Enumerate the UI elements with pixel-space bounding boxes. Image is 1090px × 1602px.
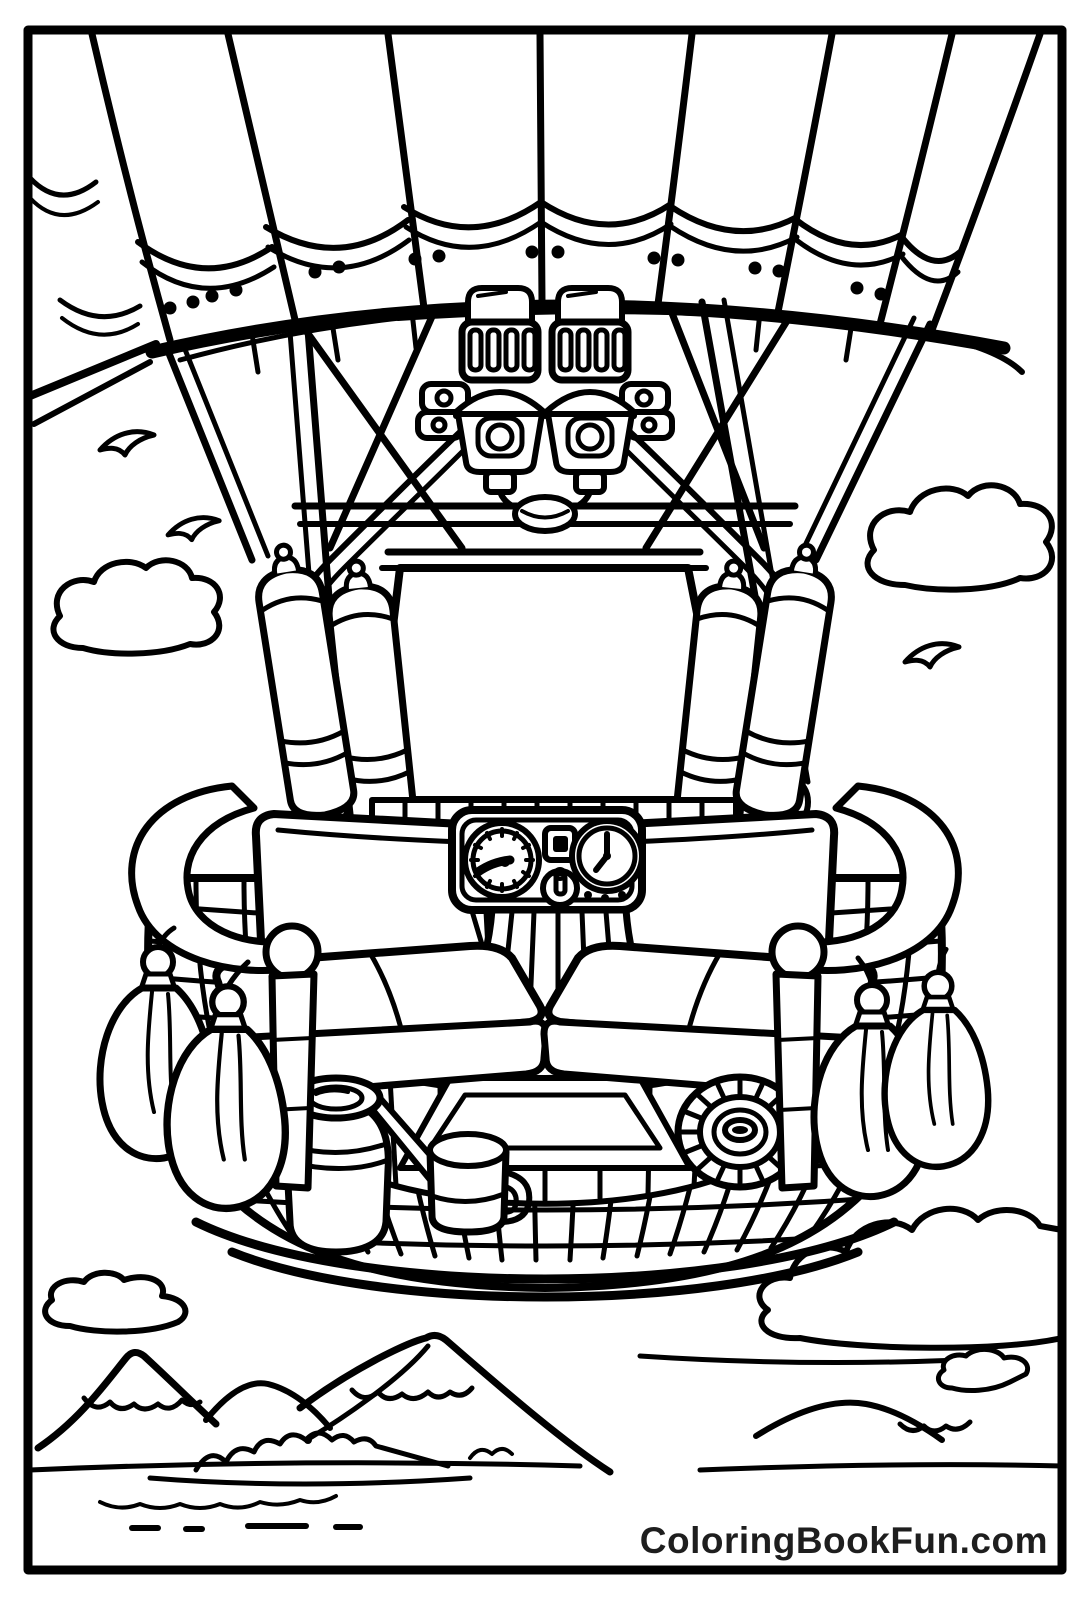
coil-slot — [467, 327, 484, 373]
cable-cross — [300, 324, 466, 552]
base-coil — [227, 1247, 863, 1302]
burner-port — [475, 415, 525, 459]
gore-line — [224, 30, 300, 328]
cloud-bottom-right — [756, 1205, 1065, 1351]
shoreline — [27, 1460, 583, 1473]
burner-port — [565, 415, 615, 459]
snowline — [349, 1385, 475, 1401]
sandbag — [881, 946, 992, 1171]
cap-stripe — [566, 290, 598, 298]
port-hole — [485, 422, 515, 452]
cup-handle — [497, 1169, 533, 1225]
bush-row-small — [468, 1447, 514, 1460]
rim-ball-right — [768, 922, 828, 982]
envelope-edge-left — [26, 340, 160, 400]
cable — [812, 320, 934, 564]
bird-icon — [905, 644, 959, 667]
bird-icon — [168, 518, 219, 540]
gore-line — [536, 30, 546, 306]
cable — [797, 315, 917, 559]
rim-ball-left — [262, 922, 322, 982]
balloon-envelope — [26, 30, 1044, 427]
twin-burners — [289, 285, 801, 631]
cup-rim — [427, 1131, 509, 1169]
bush-row — [193, 1430, 451, 1473]
padded-rim-left — [128, 782, 322, 982]
burner-nozzle — [483, 469, 517, 495]
panel-dot — [584, 891, 592, 899]
burner-cap — [555, 285, 625, 329]
burner-left — [453, 285, 547, 513]
burner-right — [543, 285, 637, 513]
cloud-top-left — [50, 557, 223, 657]
lake — [27, 1460, 1065, 1532]
mountain-peak-left — [34, 1349, 220, 1452]
cloud-bottom-left — [42, 1269, 189, 1335]
cloud-top-right — [864, 482, 1055, 593]
cup — [426, 1131, 533, 1236]
watermark-text: ColoringBookFun.com — [640, 1520, 1048, 1561]
page-border — [23, 25, 1067, 1575]
pilot-cup — [512, 494, 578, 534]
mountain-peak-main — [296, 1331, 614, 1476]
gore-line — [88, 30, 174, 344]
corner-post-right — [772, 970, 822, 1192]
pilot-cup-line — [520, 509, 570, 520]
coil-slot — [593, 327, 610, 373]
coil-slot — [575, 327, 592, 373]
mountain-peak-right — [753, 1399, 945, 1443]
base-coil — [191, 1217, 899, 1284]
hill-round — [203, 1380, 333, 1431]
rivet-dots — [163, 245, 888, 315]
snowline — [81, 1395, 203, 1412]
rigging-plates — [415, 381, 675, 441]
port-hole — [575, 422, 605, 452]
mountains — [34, 1331, 973, 1487]
burner-cap — [465, 285, 535, 329]
cable — [162, 342, 256, 564]
fuel-tanks — [255, 542, 835, 837]
gore-line — [928, 30, 1044, 334]
coil-slot — [557, 327, 574, 373]
water-ripple — [98, 1494, 338, 1510]
floor-plank-line — [427, 1092, 663, 1151]
sandbags — [96, 925, 992, 1213]
gore-line — [774, 30, 836, 316]
cable — [179, 339, 271, 559]
cap-stripe — [476, 290, 508, 298]
coil-slot — [503, 327, 520, 373]
bird-icon — [100, 432, 154, 455]
clouds — [42, 482, 1065, 1393]
panel-dot — [618, 891, 626, 899]
fuel-tank — [732, 542, 835, 819]
bush-underline — [147, 1475, 473, 1487]
gore-line — [876, 30, 956, 328]
shoreline — [697, 1462, 1065, 1473]
sandbag — [163, 959, 289, 1213]
snowline — [897, 1419, 973, 1434]
instrument-panel — [448, 806, 646, 914]
coil-slot — [485, 327, 502, 373]
coil-slot — [611, 327, 628, 373]
coil-slot — [521, 327, 538, 373]
panel-dot — [601, 894, 609, 902]
envelope-edge-left — [31, 359, 153, 427]
gore-line — [384, 30, 428, 312]
cable-cross — [666, 304, 768, 552]
cloud-puff-small — [935, 1347, 1030, 1393]
gore-line — [654, 30, 696, 308]
